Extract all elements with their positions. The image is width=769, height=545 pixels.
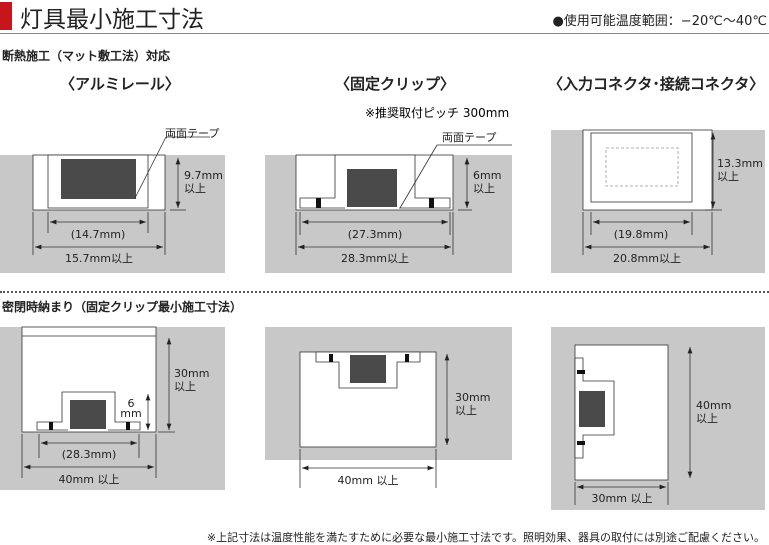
sealed-case2-diagram bbox=[265, 327, 512, 488]
connector-min-width: 20.8mm以上 bbox=[613, 252, 681, 265]
section1-title: 断熱施工（マット敷工法）対応 bbox=[2, 49, 171, 63]
rail-diagram bbox=[0, 136, 225, 273]
rail-inner-width: (14.7mm) bbox=[71, 228, 126, 241]
rail-label: 〈アルミレール〉 bbox=[60, 75, 180, 93]
pitch-note: ※推奨取付ピッチ 300mm bbox=[365, 106, 510, 120]
rail-tape-label: 両面テープ bbox=[165, 127, 219, 140]
case1-inner-width: (28.3mm) bbox=[62, 448, 117, 461]
sealed-case3-diagram bbox=[551, 327, 765, 510]
clip-diagram bbox=[265, 144, 512, 273]
clip-height-suffix: 以上 bbox=[473, 182, 495, 195]
case2-min-width: 40mm 以上 bbox=[338, 474, 399, 487]
case2-height: 30mm bbox=[455, 391, 490, 404]
dotted-divider bbox=[0, 291, 769, 293]
clip-min-width: 28.3mm以上 bbox=[341, 252, 409, 265]
section2-title: 密閉時納まり（固定クリップ最小施工寸法） bbox=[2, 300, 243, 314]
sealed-case1-diagram bbox=[0, 326, 225, 490]
connector-label: 〈入力コネクタ･接続コネクタ〉 bbox=[548, 75, 765, 93]
rail-height-suffix: 以上 bbox=[184, 182, 206, 195]
case3-height-suffix: 以上 bbox=[696, 412, 718, 425]
clip-height: 6mm bbox=[473, 169, 501, 182]
case3-height: 40mm bbox=[696, 399, 731, 412]
case1-height-suffix: 以上 bbox=[174, 380, 196, 393]
rail-min-width: 15.7mm以上 bbox=[65, 252, 133, 265]
clip-inner-width: (27.3mm) bbox=[348, 228, 403, 241]
case1-clip-height: 6 bbox=[128, 397, 135, 410]
page-title: 灯具最小施工寸法 bbox=[20, 7, 204, 33]
connector-diagram bbox=[551, 129, 765, 273]
rail-height: 9.7mm bbox=[184, 169, 223, 182]
clip-tape-label: 両面テープ bbox=[442, 131, 496, 144]
case3-min-width: 30mm 以上 bbox=[592, 492, 653, 505]
case1-min-width: 40mm 以上 bbox=[59, 473, 120, 486]
case1-clip-unit: mm bbox=[120, 407, 141, 420]
connector-inner-width: (19.8mm) bbox=[614, 228, 669, 241]
temperature-range: ●使用可能温度範囲：−20℃～40℃ bbox=[552, 14, 767, 29]
case2-height-suffix: 以上 bbox=[455, 404, 477, 417]
case1-height: 30mm bbox=[174, 367, 209, 380]
footer-note: ※上記寸法は温度性能を満たすために必要な最小施工寸法です。照明効果、器具の取付に… bbox=[206, 531, 765, 544]
divider bbox=[0, 33, 769, 34]
clip-label: 〈固定クリップ〉 bbox=[335, 75, 456, 93]
connector-height: 13.3mm bbox=[717, 157, 763, 170]
connector-height-suffix: 以上 bbox=[717, 170, 739, 183]
title-accent-bar bbox=[0, 2, 12, 30]
